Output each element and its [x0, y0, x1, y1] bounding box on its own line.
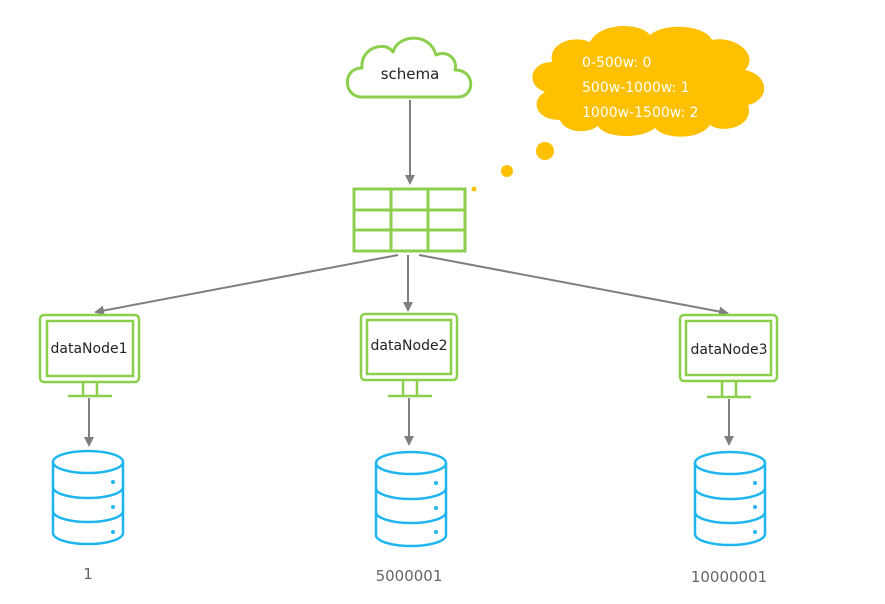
node-label: dataNode3	[691, 342, 768, 358]
database-icon	[374, 450, 448, 548]
monitor-icon	[38, 313, 141, 398]
bubble-dot-large	[536, 142, 554, 160]
schema-label: schema	[381, 65, 440, 83]
bubble-cloud	[532, 25, 765, 137]
arrow-table-to-node3	[418, 254, 729, 317]
monitor-icon	[678, 313, 779, 399]
node-value: 5000001	[376, 567, 443, 585]
schema-cloud: schema	[346, 36, 473, 99]
arrow-table-to-node1	[94, 254, 399, 316]
cloud-icon	[346, 36, 473, 99]
node-value: 10000001	[691, 568, 767, 586]
bubble-dot-medium	[501, 165, 513, 177]
bubble-line-2: 500w-1000w: 1	[582, 80, 690, 96]
table-icon	[352, 187, 467, 253]
monitor-icon	[359, 312, 459, 398]
data-node-2: dataNode2 5000001	[359, 312, 459, 585]
bubble-dot-small	[471, 186, 477, 192]
bubble-line-3: 1000w-1500w: 2	[582, 105, 699, 121]
thought-bubble: 0-500w: 0 500w-1000w: 1 1000w-1500w: 2	[471, 25, 765, 192]
database-icon	[51, 449, 125, 546]
data-node-1: dataNode1 1	[38, 313, 141, 583]
data-node-3: dataNode3 10000001	[678, 313, 779, 586]
bubble-line-1: 0-500w: 0	[582, 55, 651, 71]
node-label: dataNode2	[371, 338, 448, 354]
database-icon	[693, 450, 767, 547]
node-value: 1	[83, 565, 93, 583]
node-label: dataNode1	[51, 341, 128, 357]
